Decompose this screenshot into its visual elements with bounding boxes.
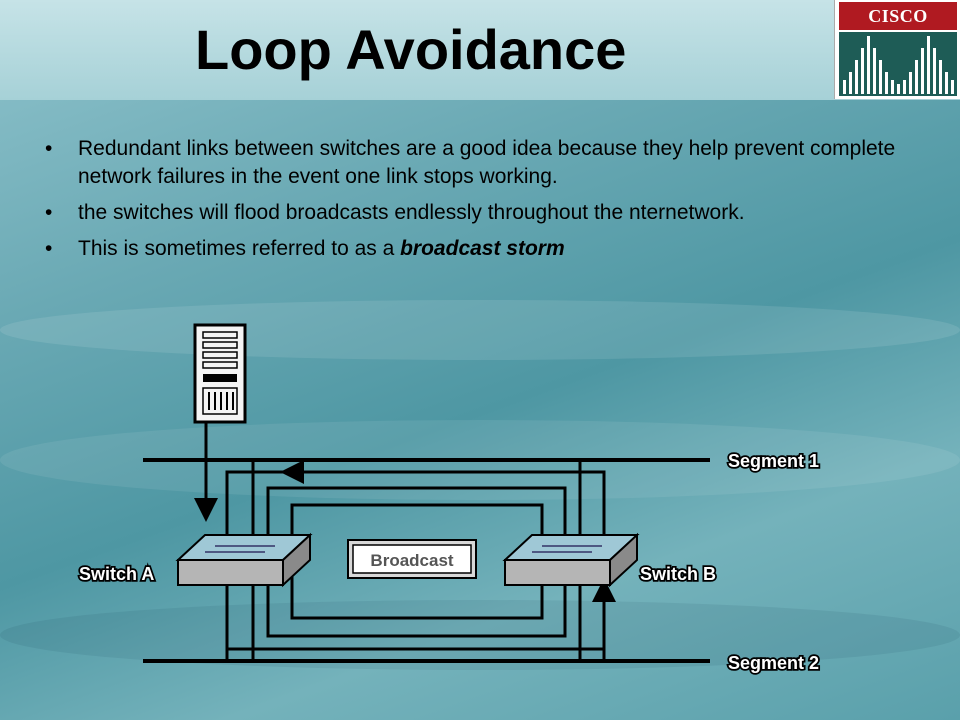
logo-bars-icon	[839, 32, 957, 96]
logo-bar	[861, 48, 864, 94]
logo-bar	[891, 80, 894, 94]
bullet-item: Redundant links between switches are a g…	[45, 135, 945, 191]
bullet-text: Redundant links between switches are a g…	[78, 137, 896, 188]
logo-bar	[909, 72, 912, 94]
logo-bar	[915, 60, 918, 94]
segment-1-label: Segment 1	[728, 451, 819, 471]
switch-a-label: Switch A	[79, 564, 154, 584]
switch-b-label: Switch B	[640, 564, 716, 584]
header-band	[0, 0, 960, 100]
server-icon	[193, 323, 247, 424]
logo-bar	[897, 84, 900, 94]
logo-bar	[951, 80, 954, 94]
logo-bar	[843, 80, 846, 94]
bullet-item: the switches will flood broadcasts endle…	[45, 199, 945, 227]
logo-bar	[927, 36, 930, 94]
logo-bar	[867, 36, 870, 94]
logo-bar	[849, 72, 852, 94]
bullet-emphasis: broadcast storm	[400, 237, 565, 260]
slide-title: Loop Avoidance	[195, 18, 627, 81]
cisco-logo: CISCO SYSTEMS	[834, 0, 960, 99]
bullet-text: This is sometimes referred to as a	[78, 237, 401, 260]
logo-bar	[933, 48, 936, 94]
logo-bar	[855, 60, 858, 94]
logo-bar	[903, 80, 906, 94]
logo-bar	[945, 72, 948, 94]
background-streak	[0, 300, 960, 360]
broadcast-label: Broadcast	[370, 551, 453, 570]
bullet-item: This is sometimes referred to as a broad…	[45, 235, 945, 263]
logo-bar	[885, 72, 888, 94]
logo-bar	[939, 60, 942, 94]
logo-bar	[873, 48, 876, 94]
logo-bar	[879, 60, 882, 94]
switch-icon	[175, 532, 313, 588]
segment-2-label: Segment 2	[728, 653, 819, 673]
bullet-list: Redundant links between switches are a g…	[45, 135, 945, 271]
switch-icon	[502, 532, 640, 588]
logo-bar	[921, 48, 924, 94]
bullet-text: the switches will flood broadcasts endle…	[78, 201, 745, 224]
